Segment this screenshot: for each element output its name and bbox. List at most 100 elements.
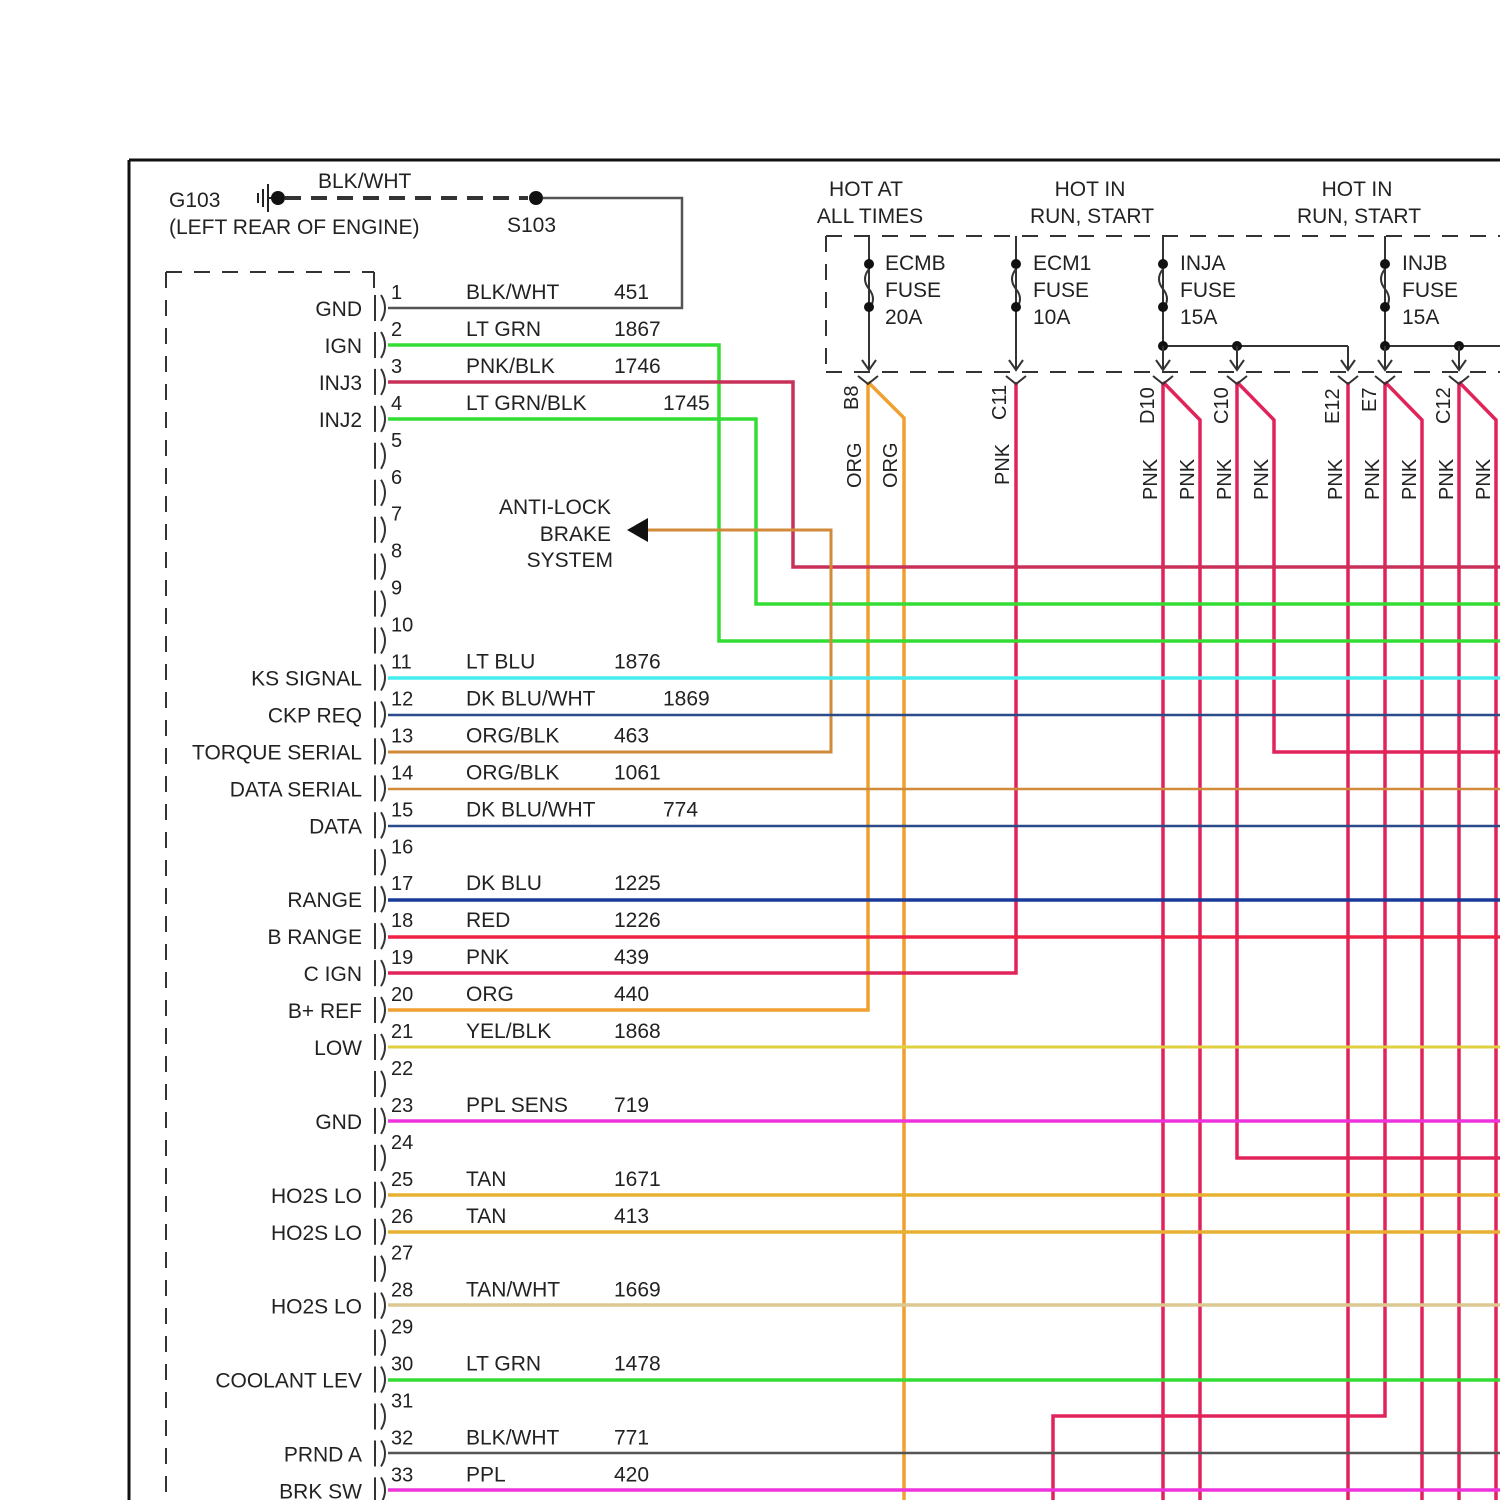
- fuse-ecm1-type: FUSE: [1033, 279, 1089, 302]
- pin-bracket-icon: [375, 701, 385, 727]
- pin-circuit-number: 439: [614, 946, 649, 969]
- pin-wire-color: PNK/BLK: [466, 355, 555, 378]
- pin-row: 27: [375, 1243, 413, 1282]
- pin-circuit-number: 1876: [614, 651, 661, 674]
- pin-number: 30: [391, 1354, 413, 1376]
- pin-bracket-icon: [375, 1108, 385, 1134]
- pin-row: 3INJ3PNK/BLK1746: [319, 355, 661, 395]
- pin-bracket-icon: [375, 1440, 385, 1466]
- pin-row: 1GNDBLK/WHT451: [315, 281, 649, 321]
- vlabel-org-2: ORG: [880, 442, 902, 488]
- pin-bracket-icon: [375, 960, 385, 986]
- pin-label: GND: [315, 1111, 362, 1134]
- pin-label: INJ2: [319, 409, 362, 432]
- pin-label: KS SIGNAL: [251, 668, 362, 691]
- vlabel-pnk-4: PNK: [1251, 458, 1273, 500]
- pin-number: 19: [391, 947, 413, 969]
- fuse-injb-type: FUSE: [1402, 279, 1458, 302]
- pin-bracket-icon: [375, 738, 385, 764]
- pin-row: 7: [375, 504, 402, 543]
- pin-wire-color: BLK/WHT: [466, 1427, 560, 1450]
- pin-wire-color: PNK: [466, 946, 509, 969]
- pin-bracket-icon: [375, 775, 385, 801]
- pin-bracket-icon: [375, 812, 385, 838]
- pin-number: 26: [391, 1206, 413, 1228]
- vertical-wire-labels: ORG ORG PNK PNK PNK PNK PNK PNK PNK PNK …: [844, 442, 1495, 500]
- pin-number: 33: [391, 1464, 413, 1486]
- fuse-inja-type: FUSE: [1180, 279, 1236, 302]
- pin-circuit-number: 413: [614, 1205, 649, 1228]
- connector-ids: B8 C11 D10 C10 E12 E7 C12: [841, 385, 1455, 424]
- vlabel-pnk-1: PNK: [1140, 458, 1162, 500]
- vlabel-pnk-2: PNK: [1177, 458, 1199, 500]
- pin-bracket-icon: [375, 1293, 385, 1319]
- pin-wire-color: ORG: [466, 983, 514, 1006]
- pin-bracket-icon: [375, 295, 385, 321]
- pin-number: 6: [391, 467, 402, 489]
- pin-number: 8: [391, 541, 402, 563]
- ground-location: (LEFT REAR OF ENGINE): [169, 216, 419, 239]
- pin-label: GND: [315, 298, 362, 321]
- pin-row: 20 B+ REF ORG 440: [288, 983, 649, 1023]
- fuse-injb-rating: 15A: [1402, 306, 1439, 329]
- pin-wire-color: PPL: [466, 1463, 506, 1486]
- pin-bracket-icon: [375, 665, 385, 691]
- pin-wire-color: DK BLU/WHT: [466, 798, 596, 821]
- pin-number: 31: [391, 1391, 413, 1413]
- pin-circuit-number: 1226: [614, 909, 661, 932]
- fuse-ecmb: ECMB FUSE 20A: [862, 236, 946, 370]
- pin-circuit-number: 1869: [663, 688, 710, 711]
- pin-label: DATA: [309, 815, 362, 838]
- connector-c11: C11: [989, 385, 1011, 420]
- pin-bracket-icon: [375, 406, 385, 432]
- vlabel-pnk-3: PNK: [1214, 458, 1236, 500]
- fuse-ecmb-type: FUSE: [885, 279, 941, 302]
- pin-row: 18B RANGERED1226: [267, 909, 660, 949]
- fuse-block-connector-chevrons: [858, 376, 1469, 384]
- ground-symbol-icon: [258, 184, 268, 212]
- pin-row: 17RANGEDK BLU1225: [287, 872, 660, 912]
- pin-wire-color: LT BLU: [466, 651, 535, 674]
- pin-number: 24: [391, 1132, 413, 1154]
- pin-row: 33BRK SWPPL420: [279, 1463, 649, 1500]
- pin-label: C IGN: [304, 963, 362, 986]
- pin-label: CKP REQ: [268, 705, 362, 728]
- pin-row: 31: [375, 1391, 413, 1430]
- pin-circuit-number: 440: [614, 983, 649, 1006]
- pin-number: 20: [391, 984, 413, 1006]
- fuse-ecm1-rating: 10A: [1033, 306, 1070, 329]
- vlabel-pnk-7: PNK: [1399, 458, 1421, 500]
- pin-label: B+ REF: [288, 1000, 362, 1023]
- vlabel-pnk-9: PNK: [1473, 458, 1495, 500]
- abs-label: ANTI-LOCK BRAKE SYSTEM: [499, 496, 613, 572]
- header-hot-in-run-2b: RUN, START: [1297, 205, 1421, 228]
- pin-number: 11: [391, 652, 412, 674]
- header-hot-in-run-2a: HOT IN: [1322, 178, 1393, 201]
- connector-e12: E12: [1322, 388, 1344, 424]
- abs-label-3: SYSTEM: [527, 549, 613, 572]
- connector-c12: C12: [1433, 387, 1455, 424]
- vlabel-pnk-c11: PNK: [992, 443, 1014, 485]
- pin-row: 23GNDPPL SENS719: [315, 1094, 649, 1134]
- pin-number: 15: [391, 799, 413, 821]
- fuse-ecmb-rating: 20A: [885, 306, 922, 329]
- pin-label: HO2S LO: [271, 1185, 362, 1208]
- pin-number: 10: [391, 615, 413, 637]
- pin-circuit-number: 1669: [614, 1279, 661, 1302]
- pin-number: 7: [391, 504, 402, 526]
- pin-wire-color: TAN: [466, 1205, 506, 1228]
- pin-label: INJ3: [319, 372, 362, 395]
- pin-row: 19 C IGN PNK 439: [304, 946, 649, 986]
- pin-number: 1: [391, 282, 402, 304]
- pin-wire-color: TAN/WHT: [466, 1279, 560, 1302]
- pin-bracket-icon: [375, 886, 385, 912]
- header-hot-at-all-times-1: HOT AT: [829, 178, 903, 201]
- pin-row: 24: [375, 1132, 413, 1171]
- pin-number: 13: [391, 725, 413, 747]
- connector-c10: C10: [1211, 387, 1233, 424]
- pin-bracket-icon: [375, 997, 385, 1023]
- pin-number: 3: [391, 356, 402, 378]
